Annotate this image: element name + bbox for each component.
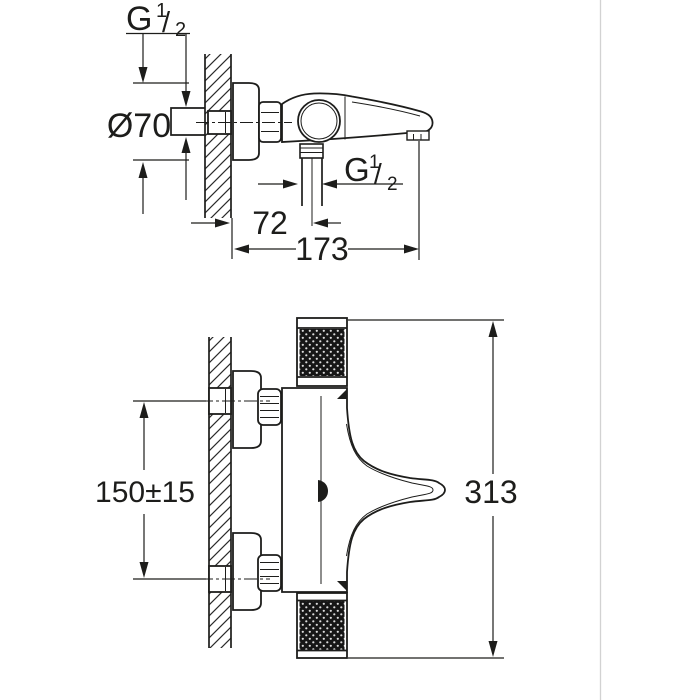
- label-wall-thread-slash: /: [162, 7, 171, 39]
- dimension-overall-width: 313: [348, 319, 518, 659]
- dimension-wall-to-spout: 173: [234, 141, 420, 267]
- label-wall-thread-letter: G: [126, 0, 152, 38]
- escutcheon-lower: [232, 532, 262, 611]
- union-nut-lower: [257, 554, 282, 592]
- dimension-outlet-thread: G 1 / 2: [258, 151, 403, 195]
- label-flange-diameter: Ø70: [107, 107, 171, 145]
- dimension-wall-to-outlet: 72: [191, 205, 341, 259]
- label-outlet-thread-den: 2: [387, 174, 398, 195]
- dimension-flange-diameter: Ø70: [107, 82, 189, 214]
- shower-outlet-pipe: [299, 143, 324, 226]
- dimension-wall-thread: G 1 / 2: [126, 0, 191, 200]
- escutcheon-upper: [232, 370, 262, 449]
- spout-aerator: [406, 130, 430, 141]
- dim-text-72: 72: [252, 205, 288, 241]
- supply-nipple: [170, 107, 205, 136]
- wall-section-front: [208, 337, 232, 648]
- label-outlet-thread-slash: /: [374, 158, 382, 189]
- dimension-connection-spacing: 150±15: [95, 400, 206, 580]
- label-wall-thread-num: 1: [156, 0, 167, 22]
- knurled-handle-upper: [296, 317, 348, 387]
- label-outlet-thread-num: 1: [369, 152, 380, 173]
- union-nut-upper: [257, 388, 282, 426]
- dim-text-150-15: 150±15: [95, 476, 195, 509]
- escutcheon-side: [232, 82, 260, 161]
- wall-section-side: [204, 54, 232, 218]
- front-view: 150±15 313: [95, 317, 518, 659]
- spout-outlet-mark: [318, 480, 328, 502]
- mixer-body-front: [281, 387, 446, 593]
- dim-text-173: 173: [295, 231, 348, 267]
- dim-text-313: 313: [464, 474, 517, 510]
- label-wall-thread-den: 2: [175, 19, 186, 41]
- mixer-body-side: [281, 92, 434, 143]
- label-outlet-thread-letter: G: [344, 151, 370, 188]
- side-view: G 1 / 2 Ø70 G 1 /: [107, 0, 434, 267]
- knurled-handle-lower: [296, 592, 348, 659]
- handle-knob-top-circle: [297, 99, 341, 143]
